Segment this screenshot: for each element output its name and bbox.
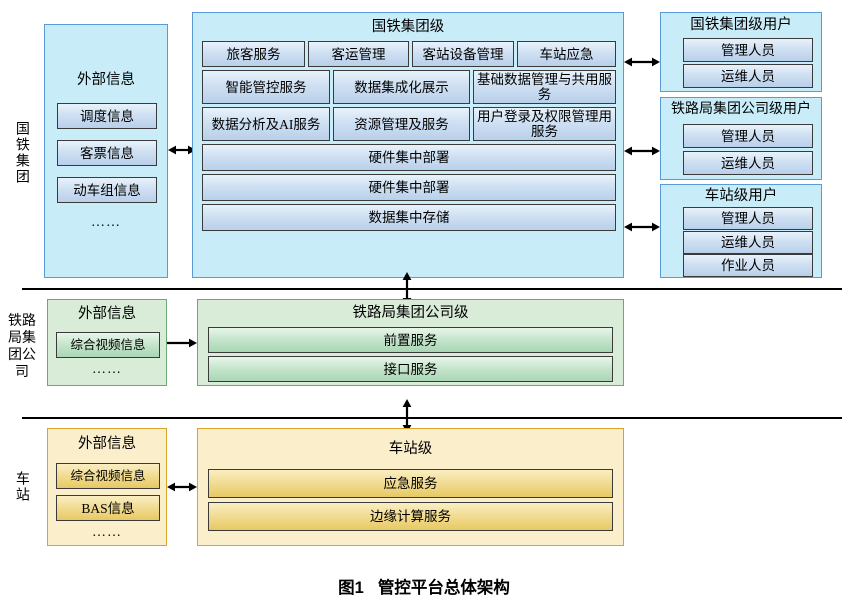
user-panel-bureau-level: 铁路局集团公司级用户 管理人员 运维人员 (660, 97, 822, 180)
arrow-guotie-platform-to-user-station (624, 219, 660, 235)
user-panel-station-level: 车站级用户 管理人员 运维人员 作业人员 (660, 184, 822, 278)
tieluju-service-front-end[interactable]: 前置服务 (208, 327, 613, 353)
tieluju-platform-panel: 铁路局集团公司级 前置服务 接口服务 (197, 299, 624, 386)
tieluju-external-item-0[interactable]: 综合视频信息 (56, 332, 160, 358)
chezhan-external-title: 外部信息 (78, 436, 136, 452)
guotie-platform-panel: 国铁集团级 旅客服务 客运管理 客站设备管理 车站应急 智能管控服务 数据集成化… (192, 12, 624, 278)
chezhan-service-edge-computing[interactable]: 边缘计算服务 (208, 502, 613, 531)
chezhan-external-item-1[interactable]: BAS信息 (56, 495, 160, 521)
tieluju-external-ellipsis: …… (92, 362, 122, 377)
guotie-hardware-deploy-2[interactable]: 硬件集中部署 (202, 174, 616, 201)
tier-label-tieluju-text: 铁路局集团公司 (8, 314, 36, 380)
guotie-data-storage[interactable]: 数据集中存储 (202, 204, 616, 231)
guotie-external-ellipsis: …… (91, 215, 121, 230)
separator-tieluju-chezhan (22, 417, 842, 419)
guotie-service-station-equip-mgmt[interactable]: 客站设备管理 (412, 41, 514, 67)
tieluju-external-title: 外部信息 (78, 306, 136, 322)
guotie-service-passenger[interactable]: 旅客服务 (202, 41, 305, 67)
user-role-station-admin[interactable]: 管理人员 (683, 207, 813, 230)
guotie-service-data-integration-display[interactable]: 数据集成化展示 (333, 70, 470, 104)
user-role-bureau-admin[interactable]: 管理人员 (683, 124, 813, 148)
user-role-guotie-admin[interactable]: 管理人员 (683, 38, 813, 62)
tier-label-guotie-text: 国铁集团 (13, 121, 29, 185)
user-panel-station-level-title: 车站级用户 (704, 188, 778, 204)
chezhan-external-ellipsis: …… (92, 525, 122, 540)
figure-caption-title: 管控平台总体架构 (377, 579, 510, 597)
tier-label-guotie: 国铁集团 (4, 108, 38, 198)
guotie-external-title: 外部信息 (77, 72, 135, 88)
guotie-service-transport-mgmt[interactable]: 客运管理 (308, 41, 409, 67)
guotie-service-station-emergency[interactable]: 车站应急 (517, 41, 616, 67)
guotie-platform-title: 国铁集团级 (371, 19, 445, 35)
tieluju-platform-title: 铁路局集团公司级 (352, 305, 469, 321)
user-panel-bureau-level-title: 铁路局集团公司级用户 (671, 102, 811, 117)
guotie-external-item-0[interactable]: 调度信息 (57, 103, 157, 129)
chezhan-external-panel: 外部信息 综合视频信息 BAS信息 …… (47, 428, 167, 546)
tieluju-service-interface[interactable]: 接口服务 (208, 356, 613, 382)
user-role-bureau-ops[interactable]: 运维人员 (683, 151, 813, 175)
user-role-station-ops[interactable]: 运维人员 (683, 231, 813, 254)
chezhan-platform-title: 车站级 (388, 441, 433, 457)
guotie-external-item-1[interactable]: 客票信息 (57, 140, 157, 166)
guotie-service-smart-control[interactable]: 智能管控服务 (202, 70, 330, 104)
guotie-hardware-deploy-1[interactable]: 硬件集中部署 (202, 144, 616, 171)
guotie-service-data-analysis-ai[interactable]: 数据分析及AI服务 (202, 107, 330, 141)
chezhan-external-item-0[interactable]: 综合视频信息 (56, 463, 160, 489)
guotie-service-resource-mgmt[interactable]: 资源管理及服务 (333, 107, 470, 141)
chezhan-service-emergency[interactable]: 应急服务 (208, 469, 613, 498)
tier-label-chezhan-text: 车站 (13, 471, 29, 503)
arrow-guotie-platform-to-user-bureau (624, 143, 660, 159)
arrow-chezhan-ext-to-platform (167, 479, 197, 495)
guotie-service-basic-data-mgmt-shared[interactable]: 基础数据管理与共用服务 (473, 70, 616, 104)
guotie-external-item-2[interactable]: 动车组信息 (57, 177, 157, 203)
chezhan-platform-panel: 车站级 应急服务 边缘计算服务 (197, 428, 624, 546)
guotie-external-panel: 外部信息 调度信息 客票信息 动车组信息 …… (44, 24, 168, 278)
user-panel-guotie-level: 国铁集团级用户 管理人员 运维人员 (660, 12, 822, 92)
guotie-service-user-login-permission[interactable]: 用户登录及权限管理用服务 (473, 107, 616, 141)
arrow-tieluju-ext-to-platform (167, 335, 197, 351)
tieluju-external-panel: 外部信息 综合视频信息 …… (47, 299, 167, 386)
figure-caption-number: 图1 (338, 579, 364, 597)
user-role-guotie-ops[interactable]: 运维人员 (683, 64, 813, 88)
user-panel-guotie-level-title: 国铁集团级用户 (690, 17, 792, 33)
separator-guotie-tieluju (22, 288, 842, 290)
tier-label-tieluju: 铁路局集团公司 (2, 305, 42, 389)
arrow-guotie-platform-to-user-group (624, 54, 660, 70)
user-role-station-worker[interactable]: 作业人员 (683, 254, 813, 277)
tier-label-chezhan: 车站 (4, 462, 38, 512)
figure-caption: 图1 管控平台总体架构 (0, 574, 848, 598)
